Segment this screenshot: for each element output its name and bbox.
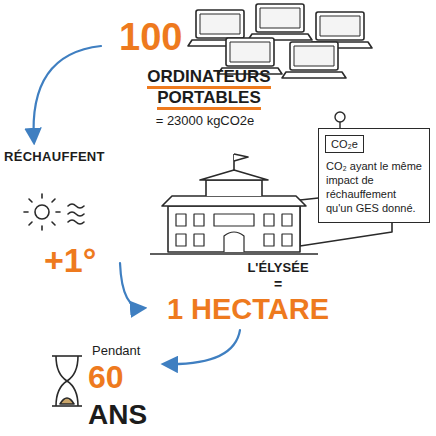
place-text: L'ÉLYSÉE [148,260,348,276]
note-box: CO₂ ayant le même impact de réchauffemen… [318,128,430,223]
sun-icon [24,194,84,230]
big-number: 60 ANS [88,359,160,433]
flow-arrow [34,46,101,142]
value-text: = 23000 kgCO2e [105,112,305,129]
heading-text: ORDINATEURS PORTABLES [105,66,305,108]
unit-text: ANS [88,399,147,430]
flow-arrow [120,263,144,308]
big-number: 1 HECTARE [148,292,348,326]
note-heading-box: CO₂e [325,135,364,153]
heading-text: ORDINATEURS PORTABLES [147,67,270,110]
duration-text: Pendant [88,342,160,359]
big-number: 60 [88,359,124,395]
big-number: 100 [105,16,305,58]
verb-text: RÉCHAUFFENT [4,148,116,165]
elysee-group: L'ÉLYSÉE=1 HECTARE [148,260,348,326]
flow-arrow [164,330,240,364]
laptops-group: 100ORDINATEURS PORTABLES = 23000 kgCO2e [105,16,305,129]
duration-group: Pendant60 ANS [88,342,160,433]
warming-group: RÉCHAUFFENT +1° [4,148,116,279]
note-heading: CO₂e [331,137,358,151]
big-number: +1° [4,241,116,279]
equals-sign: = [148,276,348,292]
note-text: CO₂ ayant le même impact de réchauffemen… [326,159,423,215]
hourglass-icon [52,356,82,406]
